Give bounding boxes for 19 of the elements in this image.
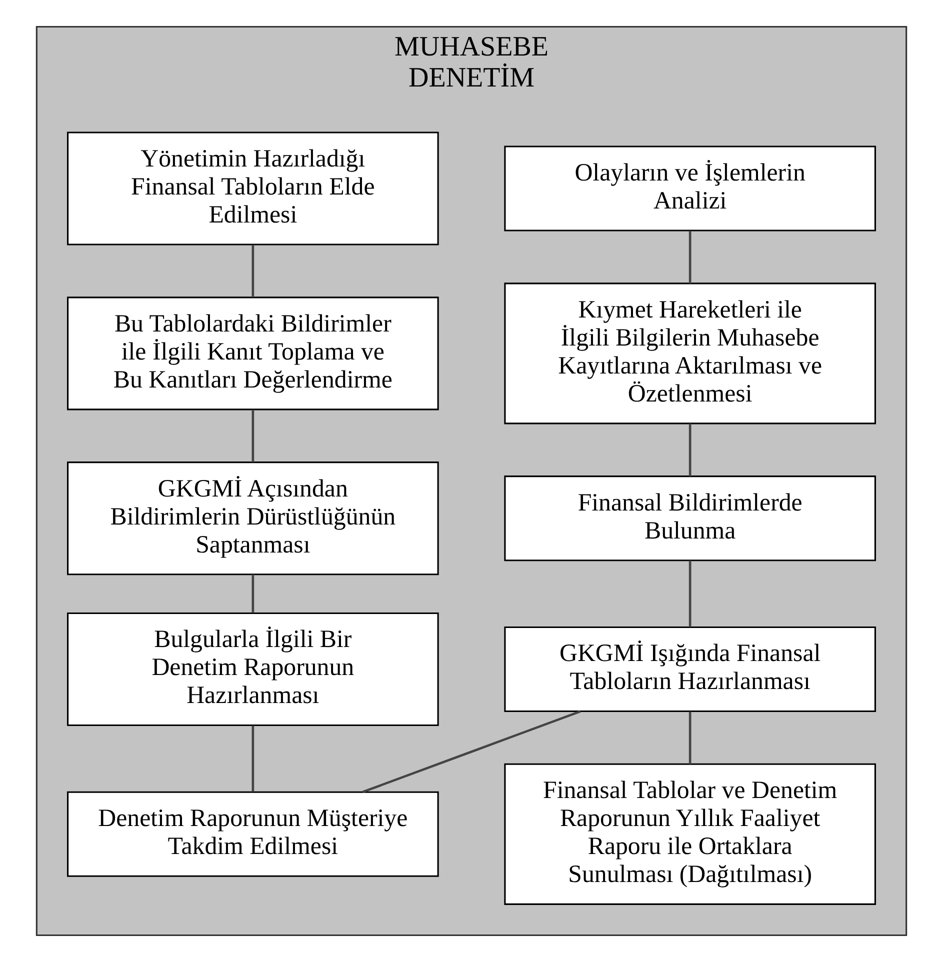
connector: [362, 710, 580, 794]
node-box: Finansal Bildirimlerde Bulunma: [504, 476, 876, 562]
node-box: Olayların ve İşlemlerin Analizi: [504, 146, 876, 232]
connector: [251, 410, 254, 462]
connector: [688, 712, 691, 764]
connector: [251, 574, 254, 613]
node-box: GKGMİ Işığında Finansal Tabloların Hazırlanması: [504, 626, 876, 712]
connector: [688, 560, 691, 628]
node-box: Denetim Raporunun Müşteriye Takdim Edilmesi: [66, 791, 438, 877]
node-box: GKGMİ Açısından Bildirimlerin Dürüstlüğünün Saptanması: [66, 462, 438, 576]
node-box: Bulgularla İlgili Bir Denetim Raporunun Hazırlanması: [66, 612, 438, 726]
node-box: Bu Tablolardaki Bildirimler ile İlgili Kanıt Toplama ve Bu Kanıtları Değerlendirme: [66, 296, 438, 410]
connector: [251, 244, 254, 298]
node-box: Yönetimin Hazırladığı Finansal Tabloların Elde Edilmesi: [66, 132, 438, 246]
node-box: Kıymet Hareketleri ile İlgili Bilgilerin Muhasebe Kayıtlarına Aktarılması ve Özetlenmesi: [504, 282, 876, 424]
connector: [251, 726, 254, 792]
connector: [688, 424, 691, 476]
connector: [688, 230, 691, 284]
node-box: Finansal Tablolar ve Denetim Raporunun Yıllık Faaliyet Raporu ile Ortaklara Sunulması (Dağıtılması): [504, 763, 876, 905]
